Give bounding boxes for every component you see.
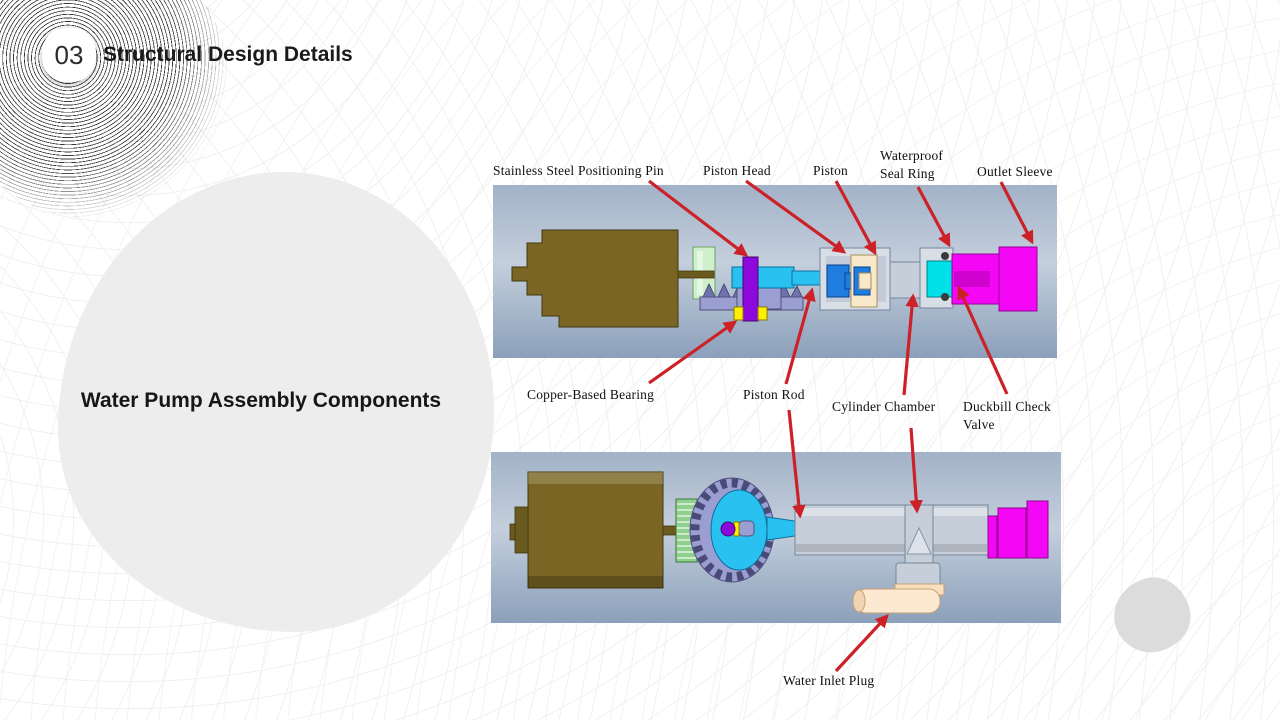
- label-copper-bearing: Copper-Based Bearing: [527, 387, 655, 402]
- motor-top-highlight: [528, 472, 663, 484]
- duckbill-valve-body: [926, 260, 954, 298]
- drive-gear-ribs: [677, 503, 696, 559]
- pump-body-highlight: [796, 508, 987, 516]
- caption-text: Water Pump Assembly Components: [80, 389, 442, 412]
- inlet-plug-cap: [852, 589, 866, 613]
- motor-body: [511, 229, 679, 328]
- piston-rod-part: [766, 516, 796, 541]
- assembly-diagram-section-view: [493, 185, 1057, 358]
- check-valve-cone: [906, 526, 932, 555]
- label-piston-rod: Piston Rod: [743, 387, 805, 402]
- label-cylinder-chamber: Cylinder Chamber: [832, 399, 936, 414]
- caption-blob: [58, 172, 494, 632]
- pump-body: [794, 504, 989, 556]
- label-piston: Piston: [813, 163, 848, 178]
- outlet-sleeve-mid: [997, 507, 1027, 559]
- outlet-bore: [954, 271, 990, 287]
- seal-ring-bottom: [941, 293, 949, 301]
- motor-rear-nub: [509, 523, 516, 541]
- piston-inner: [858, 272, 872, 290]
- label-positioning-pin: Stainless Steel Positioning Pin: [493, 163, 664, 178]
- label-water-inlet-plug: Water Inlet Plug: [783, 673, 875, 688]
- motor-bottom-shade: [528, 576, 663, 588]
- outlet-sleeve-outer: [998, 246, 1038, 312]
- slide-title: Structural Design Details: [103, 43, 353, 66]
- pump-body-shade: [796, 544, 987, 552]
- label-outlet-sleeve: Outlet Sleeve: [977, 164, 1053, 179]
- bearing-pad-right: [757, 306, 768, 321]
- assembly-diagram-external-view: [491, 452, 1061, 623]
- outlet-sleeve-end: [1026, 500, 1049, 559]
- motor-shaft: [677, 270, 715, 279]
- bearing-pad-left: [733, 306, 744, 321]
- label-duckbill-check-valve: Duckbill Check Valve: [963, 399, 1051, 432]
- motor-rear-shaft: [514, 506, 529, 554]
- crank-pin-sleeve: [738, 520, 755, 537]
- water-inlet-plug-part: [854, 588, 941, 614]
- motor-body: [527, 471, 664, 589]
- label-piston-head: Piston Head: [703, 163, 771, 178]
- label-waterproof-seal-ring: Waterproof Seal Ring: [880, 148, 944, 181]
- seal-ring-top: [941, 252, 949, 260]
- outlet-ring: [987, 515, 998, 559]
- crank-arm: [731, 266, 795, 289]
- section-number-badge: 03: [42, 28, 96, 82]
- crank-pin: [720, 521, 736, 537]
- section-number: 03: [54, 39, 84, 70]
- positioning-pin-part: [742, 256, 759, 322]
